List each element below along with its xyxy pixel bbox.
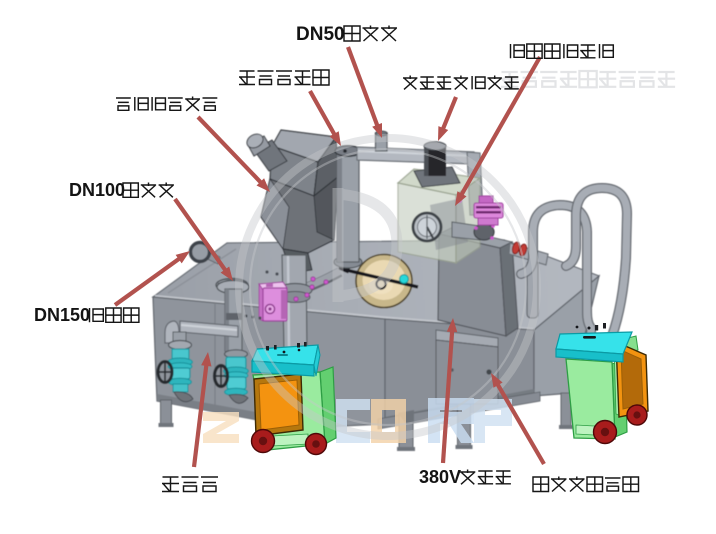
svg-text:DN150: DN150 bbox=[34, 305, 90, 325]
svg-text:DN100: DN100 bbox=[69, 180, 125, 200]
svg-text:380V: 380V bbox=[419, 467, 461, 487]
svg-text:DN50: DN50 bbox=[296, 24, 345, 45]
